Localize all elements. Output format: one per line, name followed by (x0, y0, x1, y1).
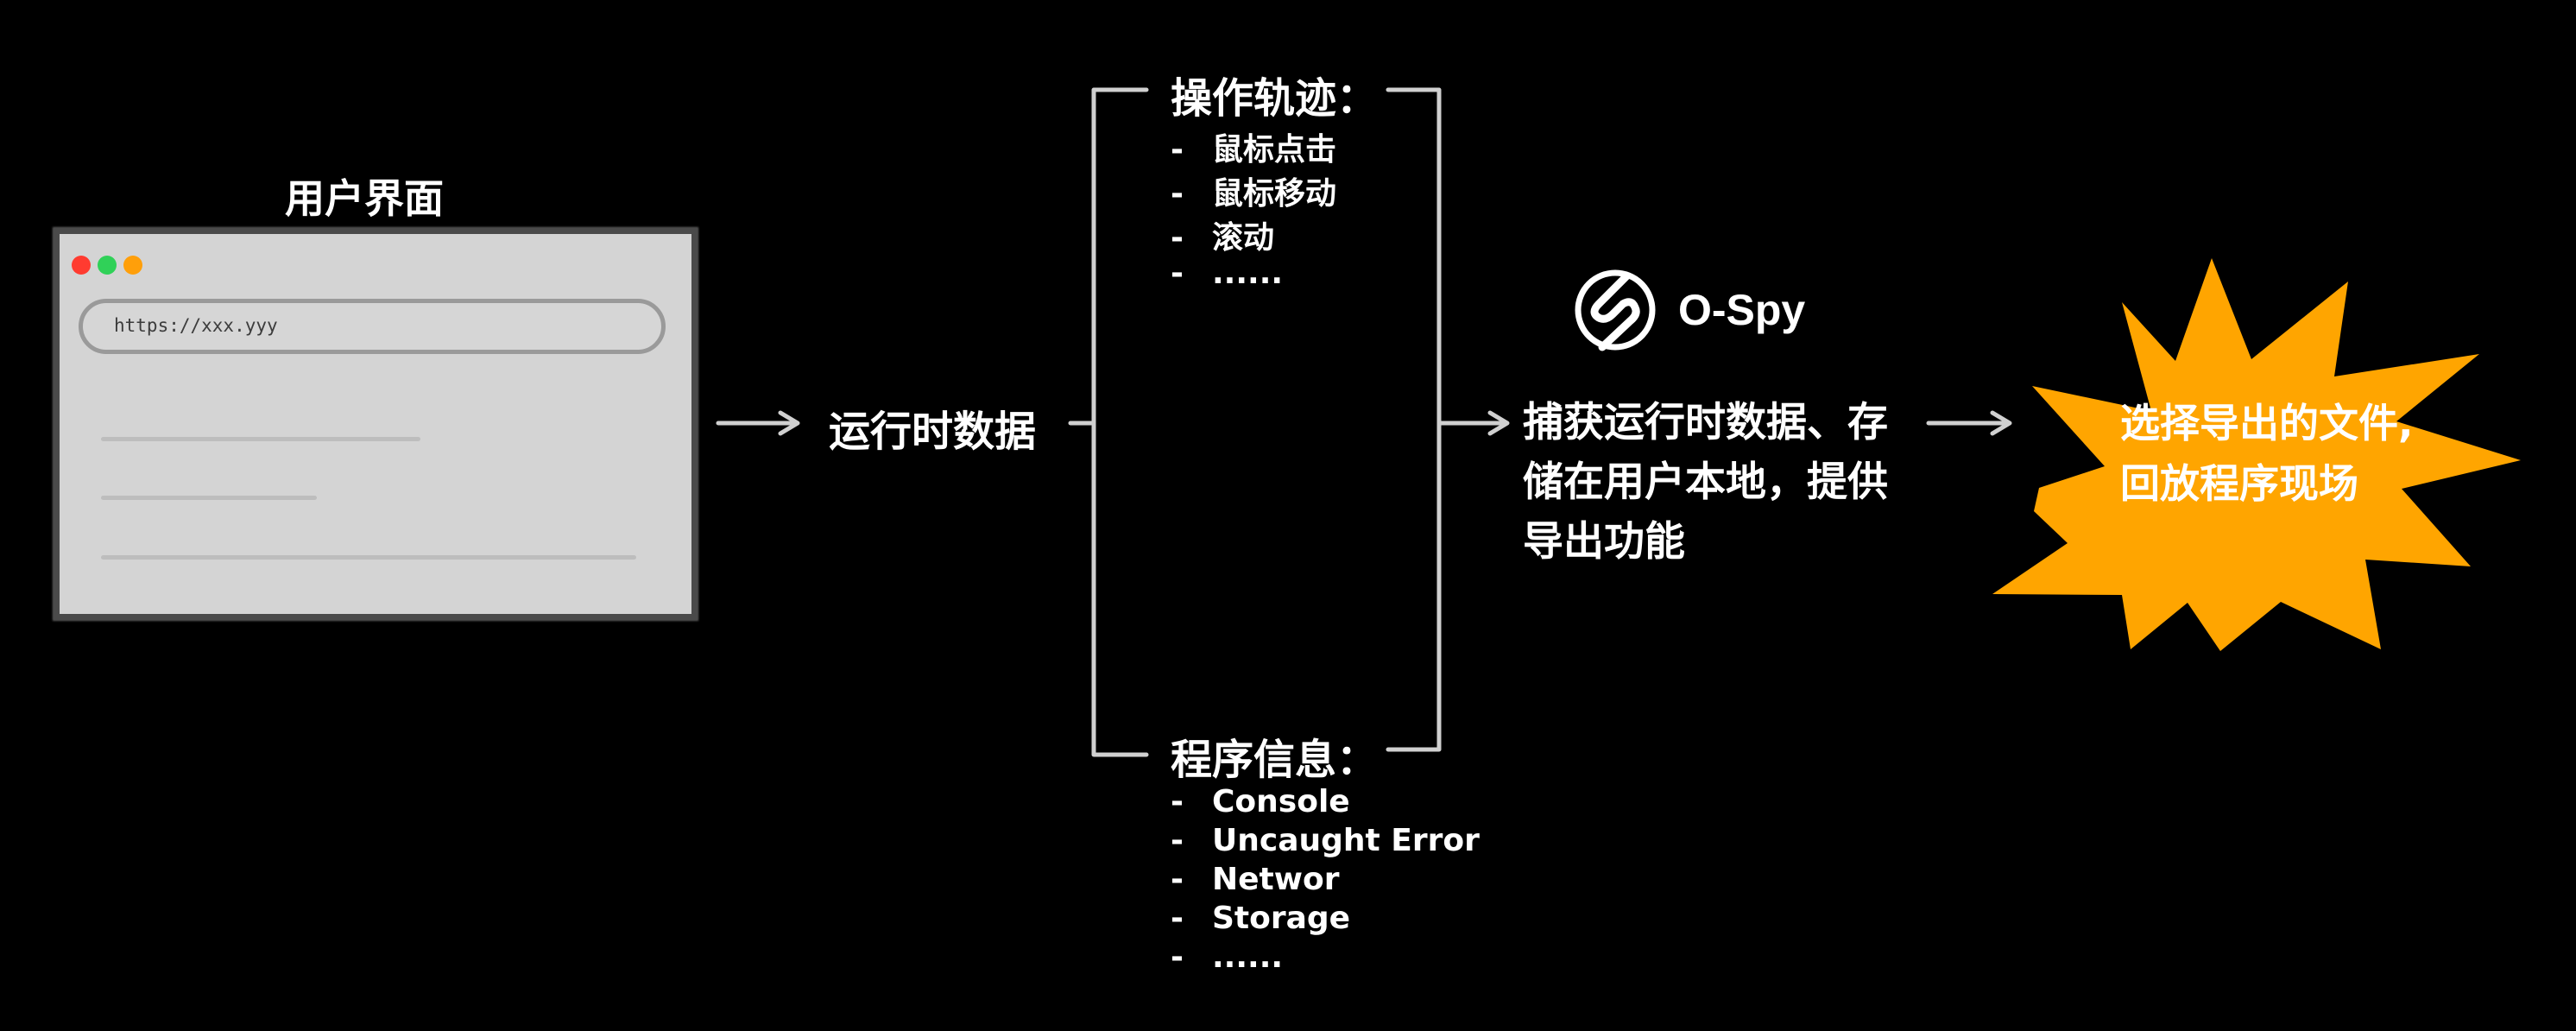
operation-track-item: -鼠标点击 (1171, 132, 1337, 168)
operation-track-item: -...... (1171, 256, 1284, 291)
capture-line: 储在用户本地，提供 (1523, 459, 1888, 506)
left-bracket (1091, 87, 1149, 757)
arrow-ui-to-runtime (716, 410, 800, 436)
arrow-capture-to-result (1926, 410, 2012, 436)
result-line: 选择导出的文件, (2120, 400, 2414, 446)
url-text: https://xxx.yyy (114, 315, 278, 336)
maximize-dot-icon (123, 256, 142, 275)
capture-line: 捕获运行时数据、存 (1523, 399, 1888, 446)
operation-track-heading: 操作轨迹： (1171, 74, 1379, 123)
runtime-data-label: 运行时数据 (829, 408, 1037, 456)
user-interface-title: 用户界面 (285, 175, 444, 222)
arrow-bracket-to-capture (1438, 410, 1510, 436)
content-placeholder-line (101, 437, 420, 441)
program-info-item: -...... (1171, 939, 1284, 975)
program-info-item: -Uncaught Error (1171, 823, 1480, 858)
result-text: 选择导出的文件, 回放程序现场 (2120, 393, 2413, 514)
result-starburst (1992, 258, 2521, 651)
browser-window-mockup: https://xxx.yyy (54, 228, 698, 620)
url-bar: https://xxx.yyy (79, 299, 666, 354)
result-line: 回放程序现场 (2120, 460, 2358, 507)
minimize-dot-icon (98, 256, 117, 275)
operation-track-item: -滚动 (1171, 220, 1275, 256)
content-placeholder-line (101, 555, 636, 560)
o-spy-logo-icon (1575, 269, 1656, 351)
program-info-item: -Networ (1171, 862, 1340, 897)
close-dot-icon (72, 256, 91, 275)
operation-track-item: -鼠标移动 (1171, 176, 1337, 212)
program-info-heading: 程序信息： (1171, 736, 1379, 784)
right-bracket (1386, 87, 1442, 752)
content-placeholder-line (101, 496, 317, 500)
capture-line: 导出功能 (1523, 518, 1685, 566)
capture-description: 捕获运行时数据、存 储在用户本地，提供 导出功能 (1523, 393, 1929, 572)
o-spy-logo-text: O-Spy (1678, 286, 1806, 334)
program-info-item: -Console (1171, 784, 1350, 819)
program-info-item: -Storage (1171, 901, 1351, 936)
